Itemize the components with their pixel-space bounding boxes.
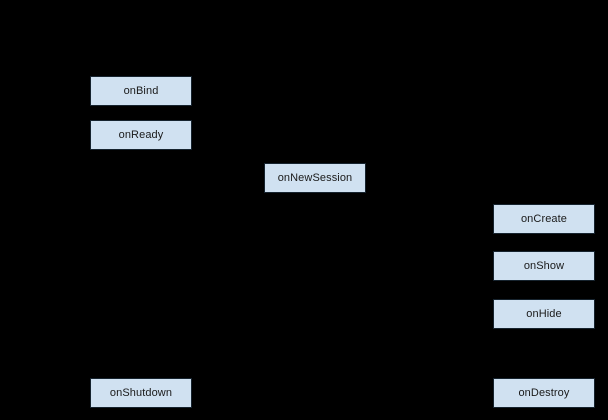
node-on-bind[interactable]: onBind — [90, 76, 192, 106]
node-label: onBind — [123, 84, 159, 97]
node-label: onDestroy — [518, 386, 570, 399]
node-on-destroy[interactable]: onDestroy — [493, 378, 595, 408]
node-label: onHide — [526, 307, 562, 320]
node-label: onShow — [523, 259, 565, 272]
node-on-create[interactable]: onCreate — [493, 204, 595, 234]
node-on-shutdown[interactable]: onShutdown — [90, 378, 192, 408]
node-on-new-session[interactable]: onNewSession — [264, 163, 366, 193]
node-label: onShutdown — [109, 386, 173, 399]
node-label: onNewSession — [277, 171, 353, 184]
node-on-show[interactable]: onShow — [493, 251, 595, 281]
node-label: onReady — [118, 128, 164, 141]
node-label: onCreate — [520, 212, 568, 225]
node-on-ready[interactable]: onReady — [90, 120, 192, 150]
node-on-hide[interactable]: onHide — [493, 299, 595, 329]
